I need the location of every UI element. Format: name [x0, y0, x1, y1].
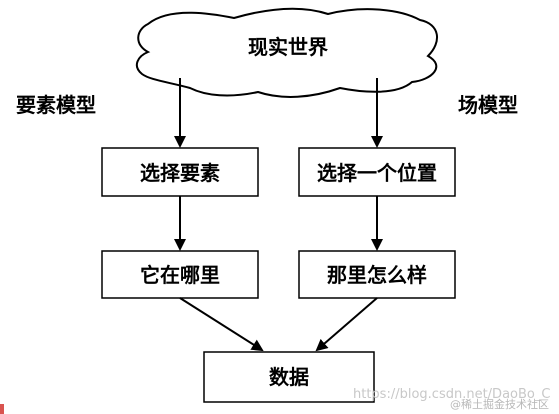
- right-side-label: 场模型: [458, 93, 518, 117]
- cloud-shape: [135, 7, 438, 98]
- arrow-left-box2-to-data: [179, 297, 264, 352]
- data-box-label: 数据: [269, 365, 309, 389]
- cloud-label: 现实世界: [248, 35, 328, 59]
- left-box1: [101, 147, 259, 197]
- left-side-label: 要素模型: [16, 93, 96, 117]
- watermark-credit: @稀土掘金技术社区: [450, 397, 549, 411]
- right-box2: [298, 250, 456, 299]
- corner-mark: [0, 404, 4, 414]
- right-box2-label: 那里怎么样: [327, 263, 427, 287]
- left-box2: [101, 250, 259, 299]
- arrow-right-box2-to-data: [315, 297, 378, 352]
- data-box: [203, 351, 375, 403]
- watermark-url: https://blog.csdn.net/DaoBo_C: [353, 387, 550, 402]
- right-box1-label: 选择一个位置: [317, 161, 437, 185]
- left-box2-label: 它在哪里: [140, 263, 220, 287]
- left-box1-label: 选择要素: [140, 161, 220, 185]
- right-box1: [298, 147, 456, 197]
